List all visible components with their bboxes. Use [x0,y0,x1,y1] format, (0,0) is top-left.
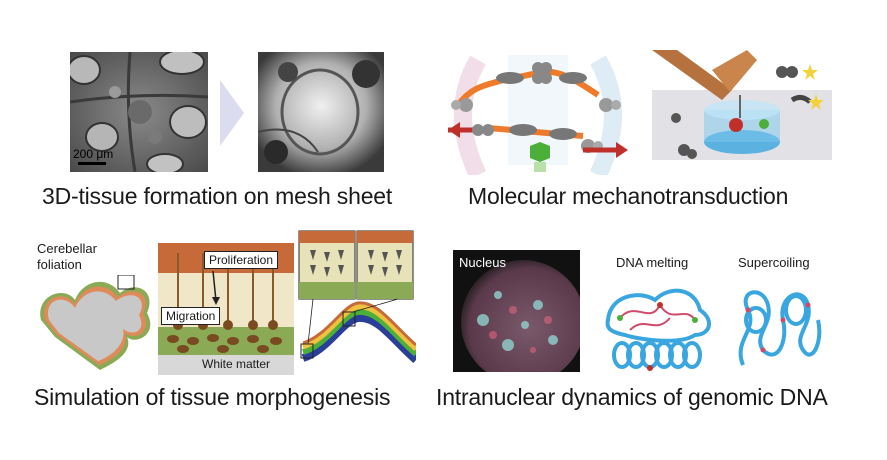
caption-mesh-sheet: 3D-tissue formation on mesh sheet [42,183,393,209]
caption-mechanotransduction: Molecular mechanotransduction [468,183,789,209]
proliferation-label: Proliferation [204,251,279,269]
foliation-label: foliation [37,257,82,272]
nucleus-micrograph: Nucleus [453,250,580,372]
dna-melting-illustration [600,280,720,375]
mechano-molecule-illustration [448,50,628,175]
scale-bar-label: 200 μm [73,147,114,161]
supercoiling-label: Supercoiling [738,255,810,270]
white-matter-label: White matter [202,357,271,371]
cerebellar-label: Cerebellar [37,241,97,256]
migration-label: Migration [161,307,221,325]
micrograph-after [258,52,384,172]
arrow-chevron-icon [218,80,246,146]
caption-morphogenesis: Simulation of tissue morphogenesis [34,384,391,410]
simulation-snapshots [298,230,416,370]
supercoiling-illustration [728,280,828,370]
nucleus-label: Nucleus [459,255,506,270]
cerebellum-outline-illustration [35,275,160,370]
afm-tip-illustration [652,50,832,175]
dna-melting-label: DNA melting [616,255,689,270]
cortex-layers-diagram: Proliferation Migration White matter [158,243,294,375]
micrograph-before: 200 μm [70,52,208,172]
caption-genomic-dna: Intranuclear dynamics of genomic DNA [436,384,828,410]
